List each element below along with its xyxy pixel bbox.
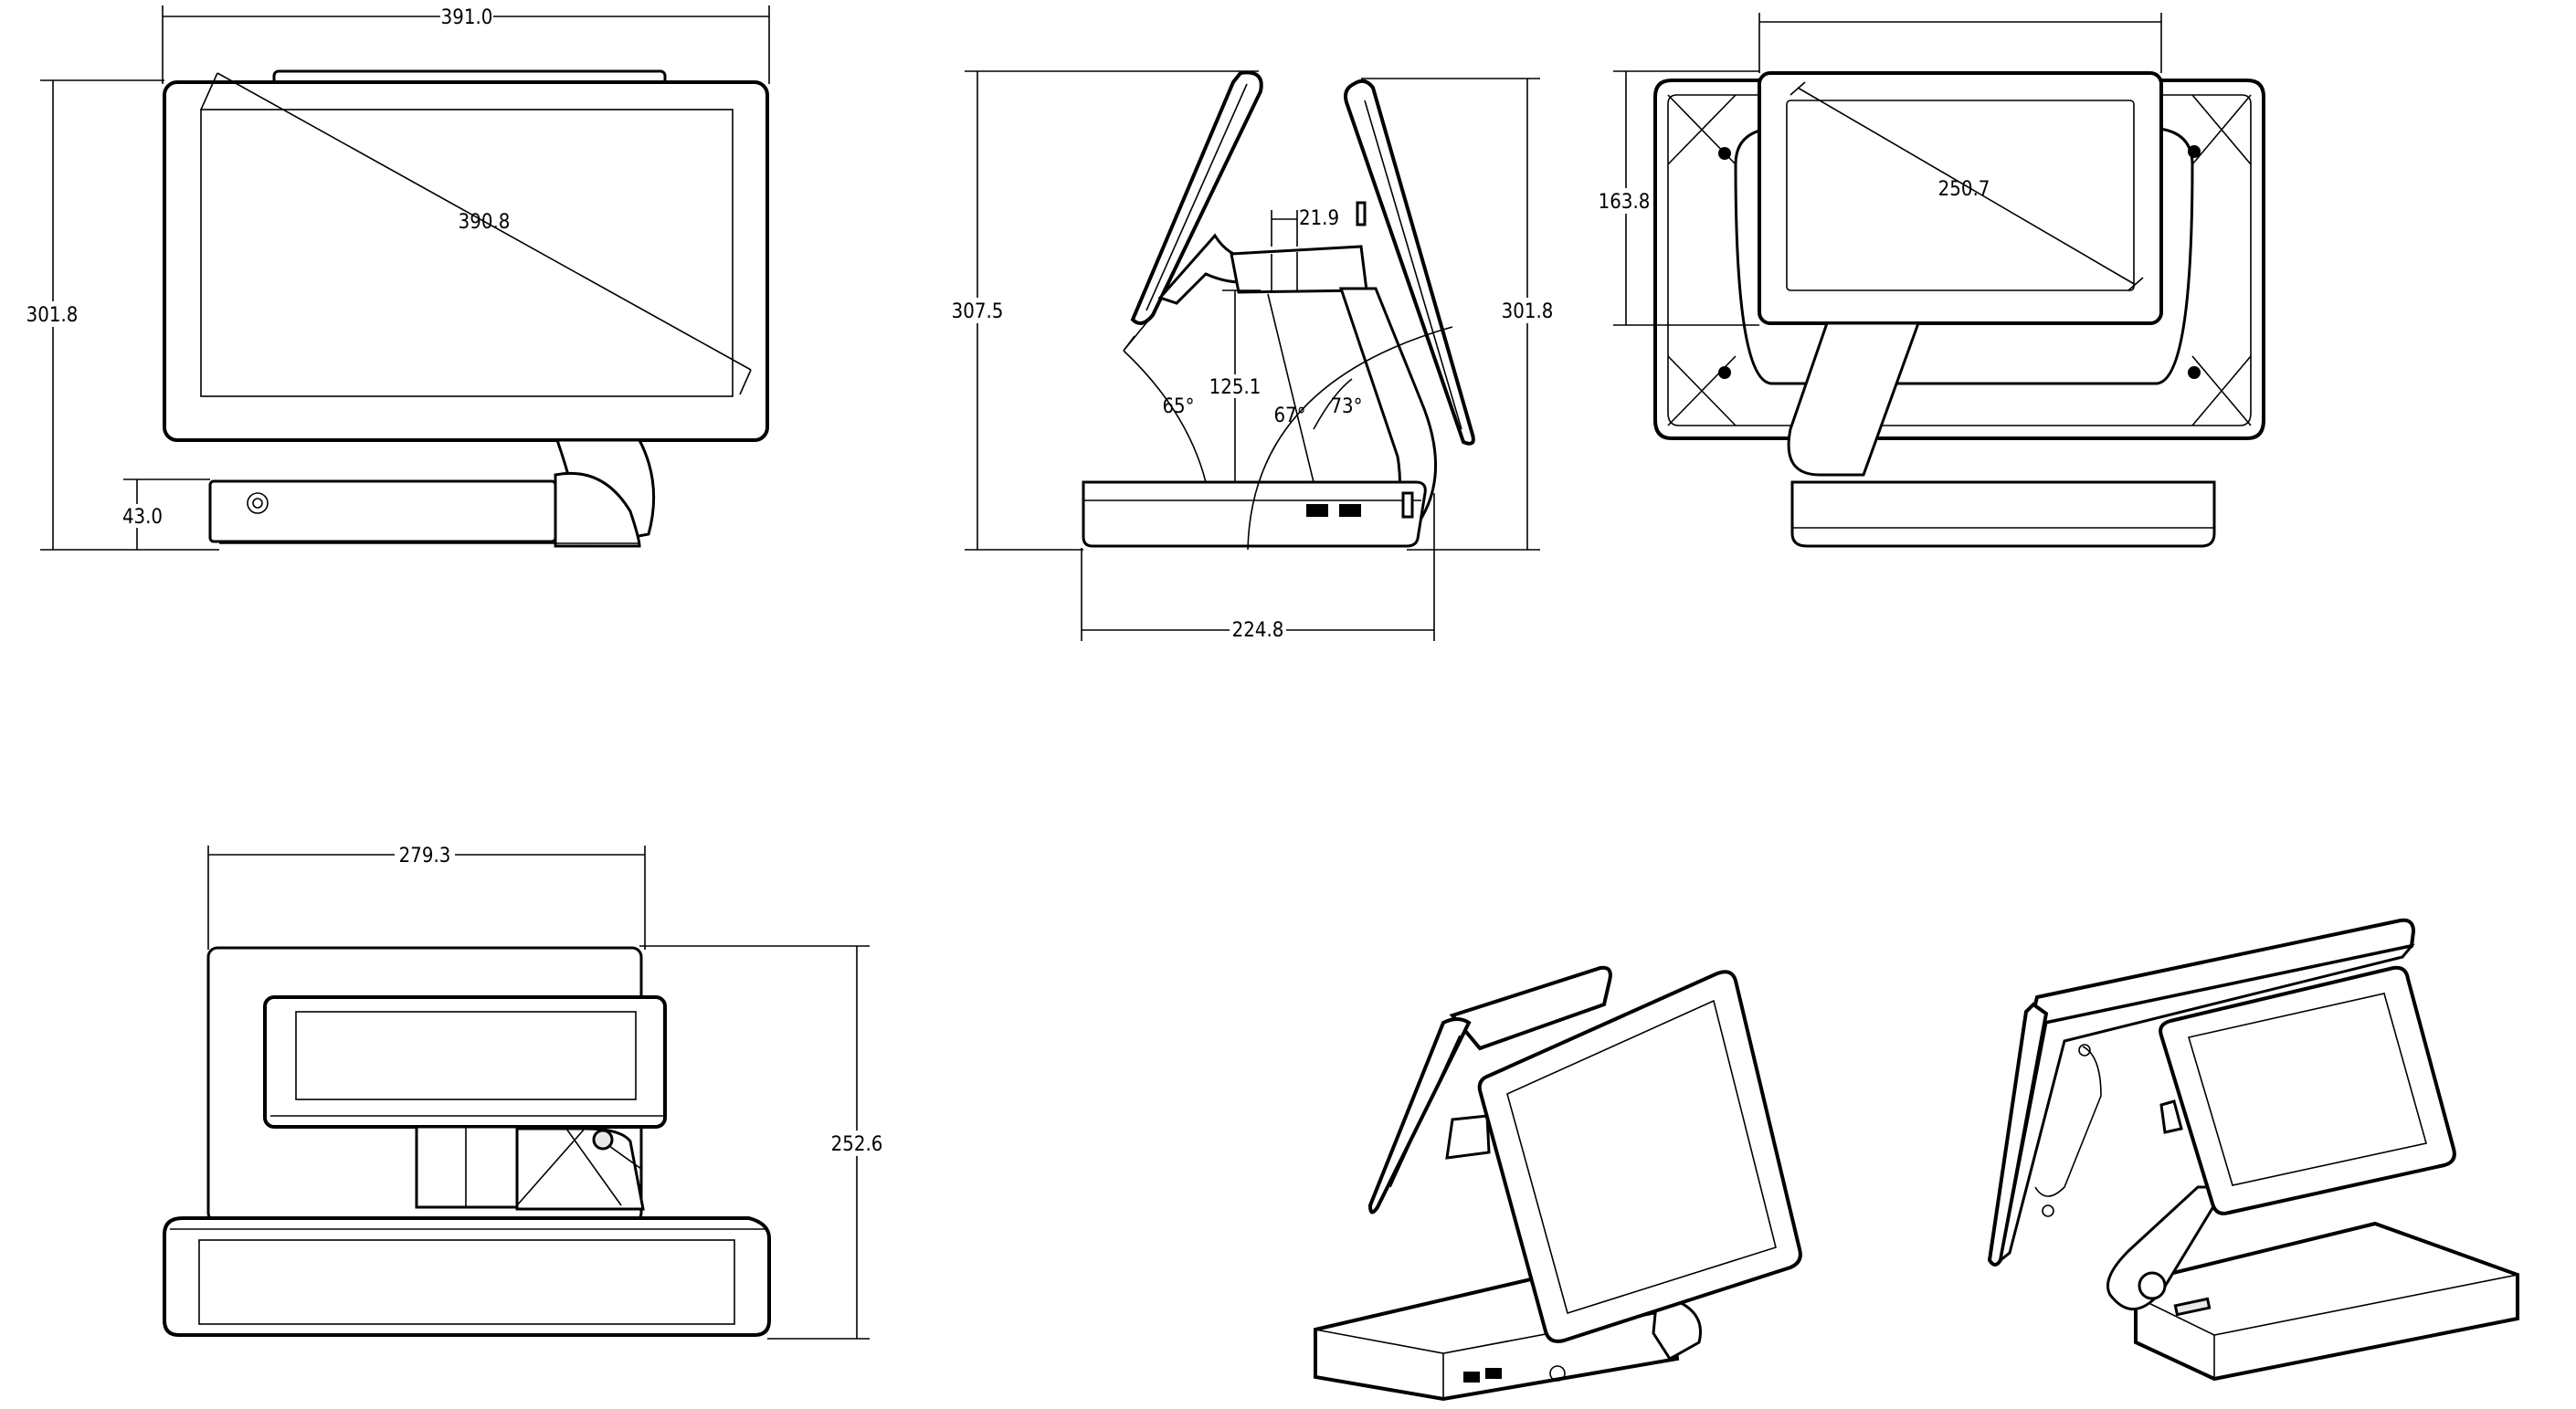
side-depth-label: 224.8 (1232, 619, 1284, 642)
front-diagonal-dimension: 390.8 (200, 72, 752, 395)
iso1-main-panel (1506, 999, 1777, 1315)
top-customer-display-panel (295, 1011, 637, 1100)
front-screen-panel (200, 109, 734, 397)
rear-diagonal-dimension: 250.7 (1789, 81, 2144, 291)
top-width-dimension: 279.3 (207, 842, 646, 950)
front-base (208, 479, 557, 543)
screw-icon (2078, 1044, 2091, 1057)
side-hinge (1230, 245, 1368, 294)
rear-customer-display (1758, 71, 2163, 325)
side-hinge-height-label: 125.1 (1209, 376, 1262, 399)
front-width-dimension: 391.0 (162, 4, 770, 84)
rear-view: 163.8 250.7 (1593, 13, 2265, 548)
rear-height-dimension: 163.8 (1593, 70, 1759, 326)
side-right-height-dimension: 301.8 (1361, 78, 1560, 551)
front-height-dimension: 301.8 (20, 79, 219, 551)
rear-stand (1787, 321, 1921, 477)
top-view: 279.3 252.6 (163, 842, 890, 1340)
side-hinge-height-dimension: 125.1 (1209, 289, 1262, 482)
isometric-view-front (1314, 965, 1802, 1402)
isometric-view-rear (1987, 918, 2519, 1382)
side-right-angle: 73° (1247, 326, 1453, 551)
top-width-label: 279.3 (399, 845, 451, 867)
usb-port-icon (1463, 1372, 1480, 1383)
rear-base (1790, 480, 2216, 548)
rear-diagonal-label: 250.7 (1938, 178, 1990, 201)
iso2-customer-display (2159, 965, 2456, 1215)
hinge-screw-icon (592, 1129, 614, 1151)
side-right-angle-label: 73° (1330, 395, 1362, 418)
side-total-height-dimension: 307.5 (945, 70, 1259, 551)
side-gap-label: 21.9 (1299, 207, 1339, 230)
top-hinge-bracket (515, 1127, 645, 1211)
front-screen-bezel (163, 80, 769, 442)
screw-icon (2188, 145, 2201, 158)
iso2-customer-panel (2187, 993, 2427, 1186)
front-base-height-label: 43.0 (122, 506, 163, 529)
iso2-base (2134, 1221, 2519, 1382)
usb-port-icon (1485, 1368, 1502, 1379)
rear-customer-display-panel (1786, 100, 2135, 291)
top-customer-display (263, 995, 667, 1129)
side-view: 307.5 301.8 (945, 70, 1560, 642)
front-height-label: 301.8 (26, 304, 79, 327)
screw-icon (2188, 366, 2201, 379)
side-mid-angle: 67° (1267, 293, 1353, 483)
top-depth-dimension: 252.6 (639, 945, 890, 1340)
side-right-height-label: 301.8 (1502, 300, 1554, 323)
iso1-main-display (1477, 970, 1802, 1343)
power-button-icon (247, 492, 269, 514)
usb-port-icon (1339, 504, 1361, 517)
screw-icon (1718, 147, 1731, 160)
top-base-panel (198, 1239, 735, 1325)
side-gap-dimension: 21.9 (1271, 207, 1339, 247)
usb-port-icon (1306, 504, 1328, 517)
side-depth-dimension: 224.8 (1081, 493, 1435, 642)
front-base-height-dimension: 43.0 (115, 478, 210, 550)
rear-height-label: 163.8 (1599, 191, 1651, 214)
side-main-display (1344, 79, 1475, 446)
front-width-label: 391.0 (441, 6, 493, 29)
screw-icon (1718, 366, 1731, 379)
side-base (1082, 480, 1427, 548)
front-diagonal-label: 390.8 (459, 211, 511, 234)
screw-icon (2042, 1204, 2054, 1217)
top-depth-label: 252.6 (831, 1133, 883, 1156)
iso2-button (2173, 1297, 2212, 1317)
side-left-angle: 65° (1123, 314, 1207, 483)
top-stand-neck (415, 1125, 519, 1209)
side-left-angle-label: 65° (1162, 395, 1194, 418)
iso1-rear-display (1449, 965, 1612, 1051)
side-total-height-label: 307.5 (952, 300, 1004, 323)
power-button-icon (1549, 1365, 1566, 1382)
top-base (163, 1216, 771, 1337)
front-view: 391.0 390.8 301.8 (20, 4, 770, 551)
